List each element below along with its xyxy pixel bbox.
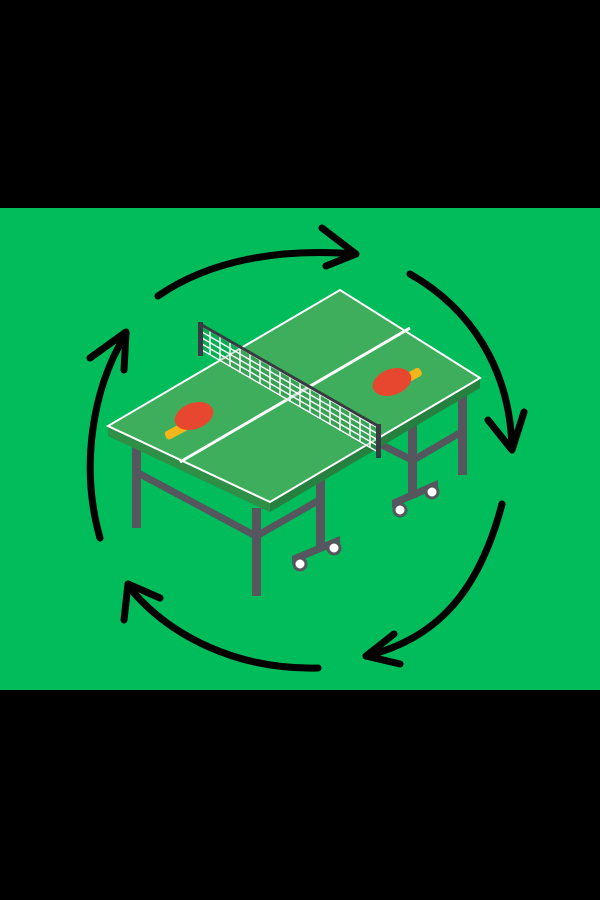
crossbar-mid	[260, 498, 316, 538]
wheel-3	[392, 502, 408, 518]
arrow-left-head	[86, 328, 130, 374]
paddle-icon	[164, 401, 214, 440]
paddle-icon-2	[372, 367, 422, 397]
table-border	[105, 288, 482, 504]
arrow-right-head	[484, 408, 528, 454]
circular-arrows-icon	[86, 224, 528, 672]
paddle-left-blade	[174, 401, 214, 431]
net-post-left	[198, 322, 203, 356]
wheel-2	[326, 540, 342, 556]
table-wheels	[292, 484, 440, 572]
wheel-1	[292, 556, 308, 572]
net-top-band	[199, 322, 379, 428]
crossbar-back-left	[380, 440, 408, 462]
arrow-bottom-left-head	[120, 580, 164, 624]
crossbar-back-right	[417, 430, 458, 462]
wheel-4	[424, 484, 440, 500]
leg-front-mid	[252, 508, 261, 596]
arrow-bottom	[362, 500, 506, 660]
ping-pong-table-icon	[105, 288, 482, 596]
leg-front-left	[132, 446, 141, 528]
crossbar-left	[140, 470, 252, 538]
arrow-top-head	[318, 224, 360, 270]
arrow-bottom-head	[362, 630, 404, 668]
illustration-svg	[0, 208, 600, 690]
arrow-bottom-left	[124, 582, 322, 672]
arrow-top	[154, 249, 359, 300]
leg-front-right	[316, 476, 325, 546]
net-post-right	[376, 424, 381, 458]
green-panel	[0, 208, 600, 690]
leg-back-right	[458, 390, 467, 475]
arrow-right	[406, 270, 516, 452]
wheel-bar-front	[292, 536, 340, 564]
table-edge-front	[108, 426, 270, 512]
leg-back-left	[408, 413, 417, 498]
paddle-right-blade	[372, 367, 412, 397]
arrow-left	[86, 330, 130, 542]
net-shadow	[200, 326, 378, 454]
table-center-line	[179, 326, 411, 464]
table-net	[198, 322, 381, 458]
